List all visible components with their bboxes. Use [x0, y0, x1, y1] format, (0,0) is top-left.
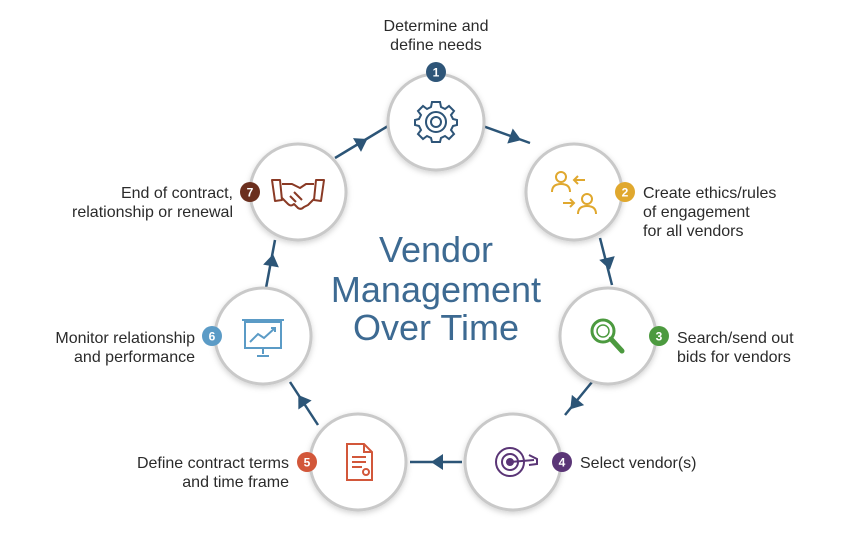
step-1-label-line-2: define needs	[390, 37, 482, 54]
step-2-node: 2	[524, 142, 635, 242]
step-4-label-line-1: Select vendor(s)	[580, 455, 697, 472]
connector-1-2	[479, 123, 531, 145]
step-5-number: 5	[304, 456, 311, 470]
step-5-label-line-1: Define contract terms	[136, 455, 289, 472]
step-3-label-line-1: Search/send out	[677, 330, 794, 347]
step-2-label: Create ethics/rules of engagement for al…	[643, 184, 776, 241]
arrowhead-6	[263, 254, 279, 268]
step-3-badge	[649, 326, 669, 346]
step-7-label-line-2: relationship or renewal	[72, 204, 233, 221]
step-1-node: 1	[386, 62, 486, 172]
handshake-icon	[271, 179, 325, 210]
step-6-label-line-1: Monitor relationship	[55, 330, 195, 347]
step-7-node: 7	[240, 142, 348, 242]
step-3-node: 3	[558, 286, 669, 386]
step-1-label: Determine and define needs	[355, 17, 517, 55]
step-7-label: End of contract, relationship or renewal	[0, 184, 233, 222]
target-icon	[495, 447, 538, 477]
step-3-label-line-2: bids for vendors	[677, 349, 791, 366]
step-5-label-line-2: and time frame	[182, 474, 289, 491]
step-2-label-line-1: Create ethics/rules	[643, 185, 777, 202]
arrowhead-4	[431, 454, 443, 470]
step-3-number: 3	[656, 330, 663, 344]
step-2-badge	[615, 182, 635, 202]
step-6-badge	[202, 326, 222, 346]
people-exchange-icon	[551, 171, 597, 215]
step-4-node: 4	[463, 412, 572, 512]
step-4-number: 4	[559, 456, 566, 470]
diagram-title: Vendor Management Over Time	[331, 229, 541, 348]
magnifier-icon	[590, 318, 625, 354]
arrowhead-3	[570, 394, 585, 410]
step-6-label: Monitor relationship and performance	[0, 329, 195, 367]
step-6-label-line-2: and performance	[74, 349, 195, 366]
step-5-badge	[297, 452, 317, 472]
arrowhead-2	[599, 256, 615, 270]
step-4-label: Select vendor(s)	[580, 454, 697, 473]
step-1-badge	[426, 62, 446, 82]
connector-3-4	[564, 381, 593, 416]
step-2-number: 2	[622, 186, 629, 200]
step-2-label-line-3: for all vendors	[643, 223, 744, 240]
arrowhead-7	[353, 138, 368, 152]
cycle-arrows	[263, 128, 615, 470]
step-1-number: 1	[433, 66, 440, 80]
gear-icon	[414, 101, 458, 143]
step-3-label: Search/send out bids for vendors	[677, 329, 794, 367]
title-line-3: Over Time	[353, 307, 519, 348]
step-5-label: Define contract terms and time frame	[60, 454, 289, 492]
presentation-chart-icon	[242, 319, 284, 357]
arrowhead-1	[507, 128, 522, 144]
step-1-label-line-1: Determine and	[383, 18, 489, 35]
step-2-label-line-2: of engagement	[643, 204, 750, 221]
title-line-1: Vendor	[379, 229, 493, 270]
document-icon	[346, 443, 373, 481]
title-line-2: Management	[331, 269, 541, 310]
step-6-node: 6	[202, 286, 313, 386]
step-7-number: 7	[247, 186, 254, 200]
step-5-node: 5	[297, 412, 408, 512]
step-6-number: 6	[209, 330, 216, 344]
step-7-label-line-1: End of contract,	[120, 185, 233, 202]
arrowhead-5	[298, 395, 312, 410]
step-4-badge	[552, 452, 572, 472]
step-7-badge	[240, 182, 260, 202]
